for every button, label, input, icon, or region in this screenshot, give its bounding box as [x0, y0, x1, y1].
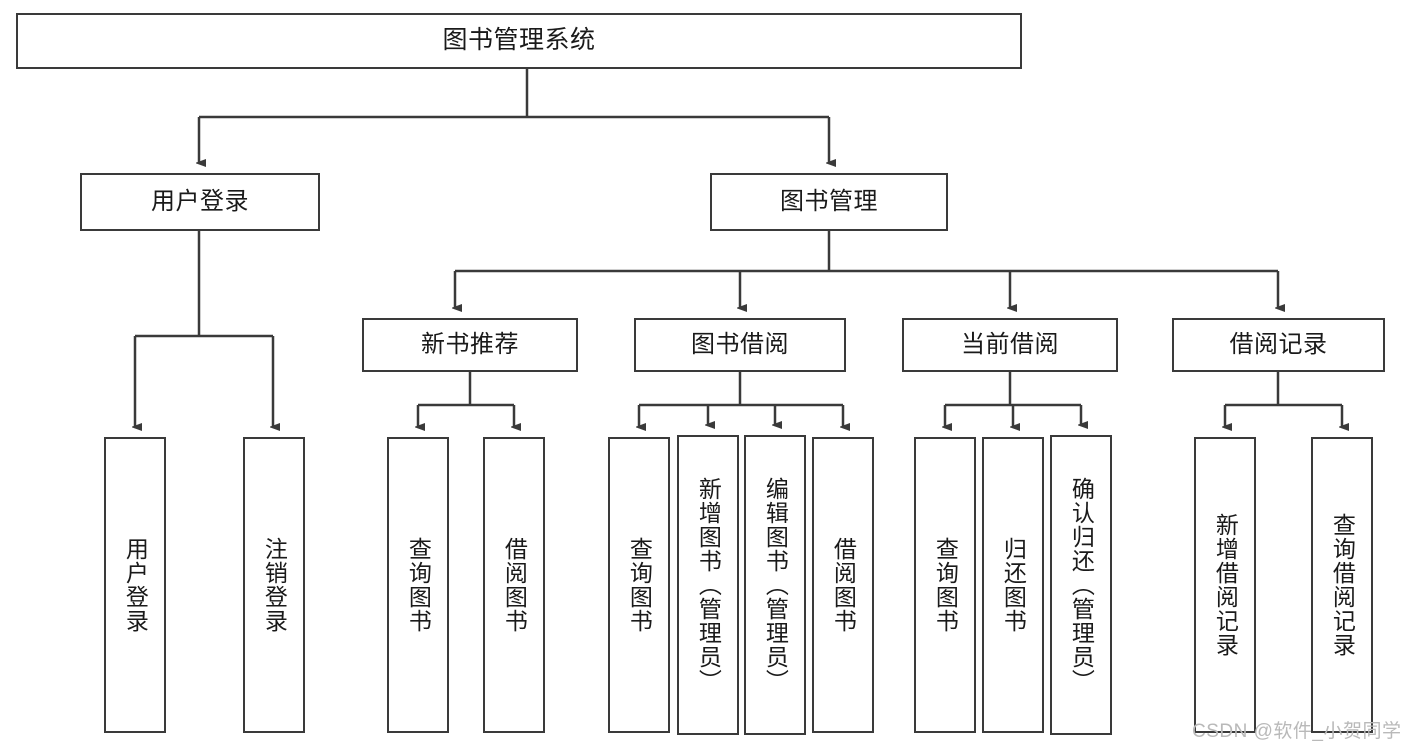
- node-label: 图书管理: [780, 187, 878, 215]
- node-user-login[interactable]: 用户登录: [80, 173, 320, 231]
- node-current-borrow[interactable]: 当前借阅: [902, 318, 1118, 372]
- node-borrow-record[interactable]: 借阅记录: [1172, 318, 1385, 372]
- csdn-watermark: CSDN @软件_小贺同学: [1192, 721, 1402, 742]
- leaf-query-book-recommend[interactable]: 查询图书: [387, 437, 449, 733]
- leaf-borrow-book-recommend[interactable]: 借阅图书: [483, 437, 545, 733]
- node-label: 查询图书: [405, 537, 432, 633]
- leaf-query-borrow-record[interactable]: 查询借阅记录: [1311, 437, 1373, 733]
- leaf-query-book-borrow[interactable]: 查询图书: [608, 437, 670, 733]
- leaf-logout[interactable]: 注销登录: [243, 437, 305, 733]
- node-label: 借阅图书: [501, 537, 528, 633]
- node-label: 用户登录: [151, 187, 249, 215]
- node-label: 借阅图书: [830, 537, 857, 633]
- leaf-query-book-current[interactable]: 查询图书: [914, 437, 976, 733]
- node-label: 注销登录: [261, 537, 288, 633]
- node-label: 当前借阅: [961, 330, 1059, 358]
- node-label: 确认归还（管理员）: [1068, 477, 1095, 693]
- node-label: 新书推荐: [421, 330, 519, 358]
- node-label: 归还图书: [1000, 537, 1027, 633]
- leaf-edit-book-admin[interactable]: 编辑图书（管理员）: [744, 435, 806, 735]
- node-label: 借阅记录: [1229, 330, 1328, 358]
- node-root-book-management-system[interactable]: 图书管理系统: [16, 13, 1022, 69]
- node-label: 新增借阅记录: [1212, 513, 1239, 657]
- node-book-borrow[interactable]: 图书借阅: [634, 318, 846, 372]
- node-label: 图书管理系统: [442, 26, 596, 55]
- node-label: 查询借阅记录: [1329, 513, 1356, 657]
- node-label: 查询图书: [932, 537, 959, 633]
- node-book-management[interactable]: 图书管理: [710, 173, 948, 231]
- leaf-add-book-admin[interactable]: 新增图书（管理员）: [677, 435, 739, 735]
- leaf-confirm-return-admin[interactable]: 确认归还（管理员）: [1050, 435, 1112, 735]
- leaf-borrow-book[interactable]: 借阅图书: [812, 437, 874, 733]
- node-label: 新增图书（管理员）: [695, 477, 722, 693]
- leaf-user-login[interactable]: 用户登录: [104, 437, 166, 733]
- node-new-book-recommend[interactable]: 新书推荐: [362, 318, 578, 372]
- node-label: 查询图书: [626, 537, 653, 633]
- leaf-return-book[interactable]: 归还图书: [982, 437, 1044, 733]
- node-label: 编辑图书（管理员）: [762, 477, 789, 693]
- leaf-add-borrow-record[interactable]: 新增借阅记录: [1194, 437, 1256, 733]
- node-label: 图书借阅: [691, 330, 789, 358]
- node-label: 用户登录: [122, 537, 149, 633]
